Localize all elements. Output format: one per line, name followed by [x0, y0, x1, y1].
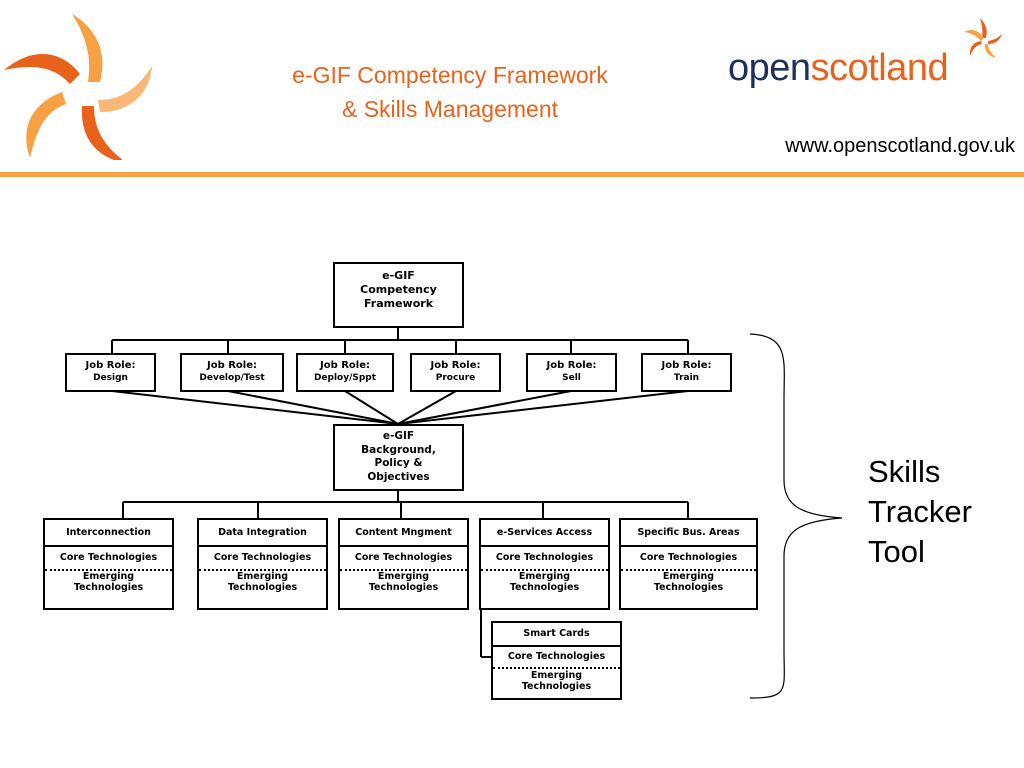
- area-interconnection-box: Interconnection Core Technologies Emergi…: [43, 518, 174, 610]
- side-label-line-3: Tool: [868, 534, 925, 569]
- role-name: Deploy/Sppt: [313, 373, 377, 383]
- area-core: Core Technologies: [340, 547, 467, 571]
- job-role-deploy-sppt-box: Job Role: Deploy/Sppt: [296, 353, 394, 392]
- role-label: Job Role:: [546, 360, 597, 371]
- area-title: Smart Cards: [493, 623, 620, 647]
- logo-word-open: open: [728, 47, 811, 89]
- skills-brace: [749, 333, 843, 699]
- area-title: Interconnection: [45, 520, 172, 547]
- root-line-2: Competency: [360, 283, 437, 296]
- background-line-3: Policy &: [374, 457, 423, 469]
- star-logo-icon: [4, 14, 152, 160]
- role-label: Job Role:: [430, 360, 481, 371]
- root-line-3: Framework: [363, 297, 434, 310]
- openscotland-logo: openscotland: [728, 46, 949, 90]
- website-url[interactable]: www.openscotland.gov.uk: [785, 135, 1015, 157]
- area-core: Core Technologies: [199, 547, 326, 571]
- role-name: Sell: [562, 373, 581, 383]
- job-role-sell-box: Job Role: Sell: [526, 353, 617, 392]
- area-core: Core Technologies: [45, 547, 172, 571]
- page-title: e-GIF Competency Framework & Skills Mana…: [220, 58, 680, 126]
- title-line-2: & Skills Management: [341, 96, 559, 122]
- background-line-1: e-GIF: [382, 430, 415, 442]
- background-line-2: Background,: [361, 443, 436, 456]
- job-role-train-box: Job Role: Train: [641, 353, 732, 392]
- side-label-line-1: Skills: [868, 454, 941, 489]
- area-title: Specific Bus. Areas: [621, 520, 756, 547]
- side-label-line-2: Tracker: [868, 494, 972, 529]
- background-line-4: Objectives: [367, 470, 430, 483]
- root-line-1: e-GIF: [382, 269, 415, 282]
- area-title: e-Services Access: [481, 520, 608, 547]
- job-role-design-box: Job Role: Design: [65, 353, 156, 392]
- area-core: Core Technologies: [481, 547, 608, 571]
- role-label: Job Role:: [85, 360, 136, 371]
- role-name: Procure: [435, 373, 476, 383]
- area-core: Core Technologies: [493, 647, 620, 669]
- area-core: Core Technologies: [621, 547, 756, 571]
- skills-tracker-tool-label: Skills Tracker Tool: [868, 452, 972, 572]
- area-title: Data Integration: [199, 520, 326, 547]
- background-policy-box: e-GIF Background, Policy & Objectives: [333, 424, 464, 491]
- header-divider: [0, 172, 1024, 177]
- role-name: Design: [93, 373, 128, 383]
- area-e-services-access-box: e-Services Access Core Technologies Emer…: [479, 518, 610, 610]
- job-role-develop-test-box: Job Role: Develop/Test: [180, 353, 284, 392]
- job-role-procure-box: Job Role: Procure: [410, 353, 501, 392]
- area-data-integration-box: Data Integration Core Technologies Emerg…: [197, 518, 328, 610]
- competency-framework-box: e-GIF Competency Framework: [333, 262, 464, 328]
- area-content-management-box: Content Mngment Core Technologies Emergi…: [338, 518, 469, 610]
- area-specific-business-box: Specific Bus. Areas Core Technologies Em…: [619, 518, 758, 610]
- role-name: Train: [673, 373, 700, 383]
- role-label: Job Role:: [206, 360, 257, 371]
- role-name: Develop/Test: [199, 373, 265, 383]
- logo-word-scotland: scotland: [810, 47, 949, 89]
- logo-star-mark-icon: [964, 18, 1002, 58]
- role-label: Job Role:: [319, 360, 370, 371]
- area-title: Content Mngment: [340, 520, 467, 547]
- role-label: Job Role:: [661, 360, 712, 371]
- title-line-1: e-GIF Competency Framework: [292, 62, 608, 88]
